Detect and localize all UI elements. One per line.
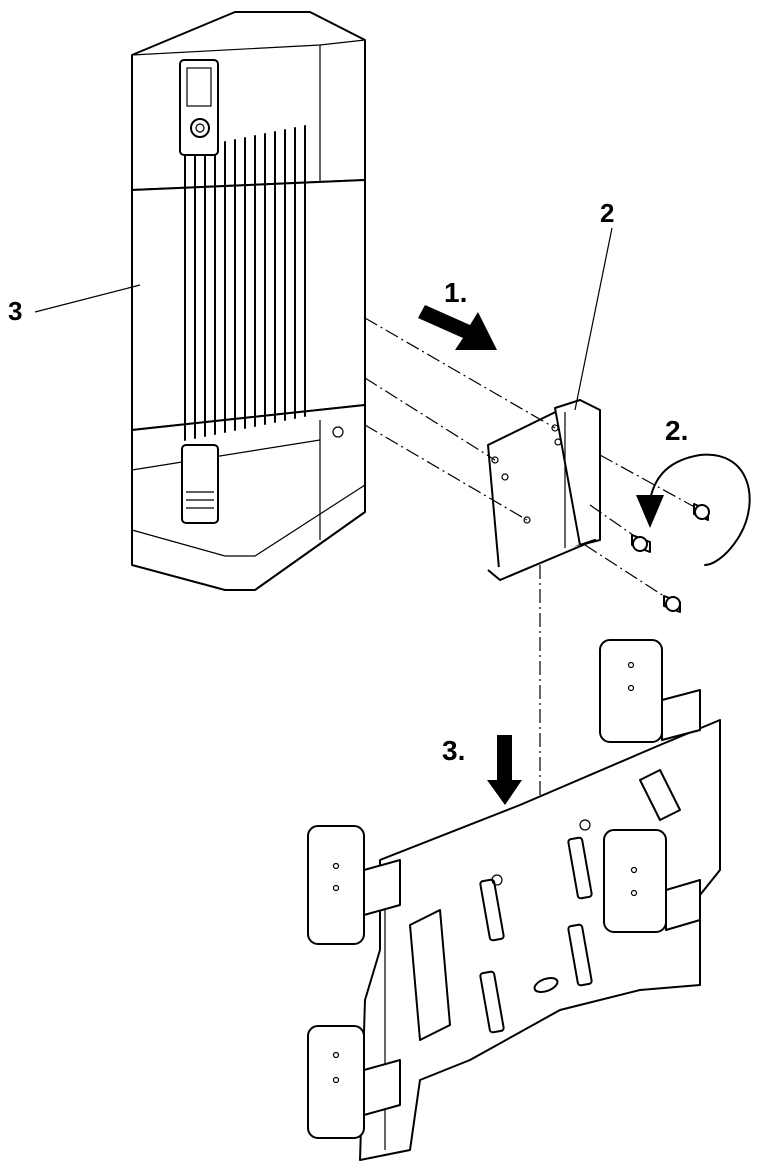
mounting-bracket <box>487 399 601 581</box>
top-latch <box>179 59 219 156</box>
arrow-down-icon <box>487 735 522 805</box>
screw-icon <box>693 503 710 521</box>
standoff-top-left <box>307 825 401 945</box>
alignment-lines <box>364 317 701 860</box>
rotate-clockwise-icon <box>636 453 751 566</box>
standoff-mid-right <box>603 829 701 933</box>
standoff-bottom-left <box>307 1025 401 1139</box>
cooling-ribs <box>184 125 306 441</box>
label-part-2: 2 <box>600 198 614 228</box>
bottom-latch <box>181 444 219 524</box>
device-unit <box>131 11 366 591</box>
label-step-3: 3. <box>442 735 465 766</box>
standoff-top-right <box>599 639 701 743</box>
label-part-3: 3 <box>8 296 22 326</box>
screw-icon <box>663 595 681 613</box>
label-step-1: 1. <box>444 277 467 308</box>
label-step-2: 2. <box>665 415 688 446</box>
screws <box>631 503 710 613</box>
arrow-right-down-icon <box>418 305 497 350</box>
screw-icon <box>631 534 651 553</box>
side-screw-hole <box>332 426 344 438</box>
